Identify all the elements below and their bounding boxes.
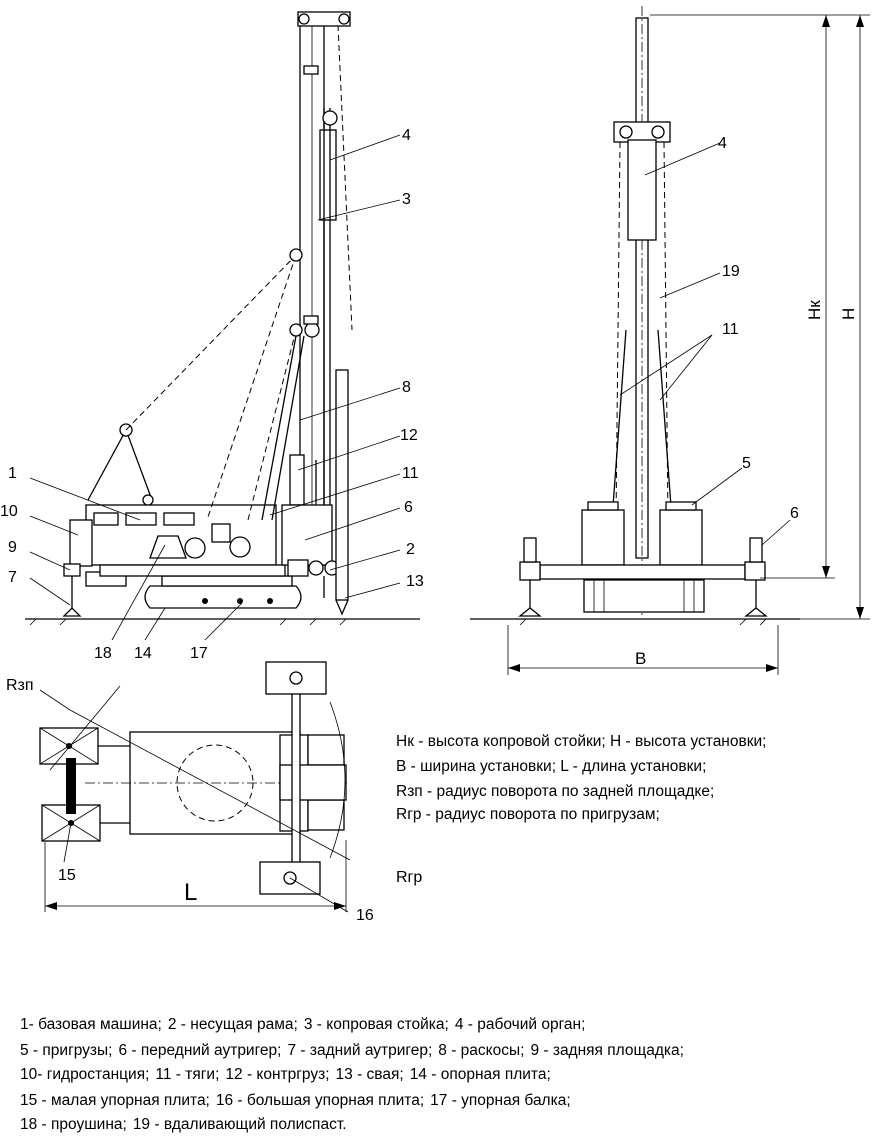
legend-item-5: 5 - пригрузы; (20, 1042, 113, 1059)
legend-row-3: 10- гидростанция; 11 - тяги; 12 - контргру… (20, 1066, 557, 1084)
dim-b-label: B (635, 649, 646, 668)
abbr-line-4: Rгр - радиус поворота по пригрузам; (396, 806, 660, 823)
legend-item-7: 7 - задний аутригер; (287, 1042, 433, 1059)
front-view (470, 6, 870, 675)
top-view (39, 661, 351, 913)
legend-item-18: 18 - проушина; (20, 1116, 127, 1133)
front-callout-leaders (619, 142, 791, 546)
callout-9: 9 (8, 539, 17, 556)
front-callout-19: 19 (722, 263, 740, 280)
dim-l-label: L (184, 879, 197, 906)
legend-row-1: 1- базовая машина; 2 - несущая рама; 3 - к… (20, 1016, 591, 1034)
legend-row-4: 15 - малая упорная плита; 16 - большая уп… (20, 1092, 577, 1110)
legend-item-4: 4 - рабочий орган; (454, 1016, 586, 1033)
callout-2: 2 (406, 541, 415, 558)
callout-4: 4 (402, 127, 411, 144)
callout-6: 6 (404, 499, 413, 516)
abbr-line-2: B - ширина установки; L - длина установк… (396, 758, 707, 775)
legend-item-9: 9 - задняя площадка; (530, 1042, 684, 1059)
side-callout-leaders (29, 134, 401, 641)
front-callout-5: 5 (742, 455, 751, 472)
dim-hk-label: Hк (805, 300, 824, 320)
callout-15: 15 (58, 867, 76, 884)
legend-item-12: 12 - контргруз; (225, 1066, 330, 1083)
legend-item-10: 10- гидростанция; (20, 1066, 150, 1083)
callout-14: 14 (134, 645, 152, 662)
callout-17: 17 (190, 645, 208, 662)
callout-16: 16 (356, 907, 374, 924)
side-view (25, 11, 420, 626)
front-callout-11: 11 (722, 321, 739, 338)
front-callout-4: 4 (718, 135, 727, 152)
legend-item-11: 11 - тяги; (155, 1066, 220, 1083)
legend-row-5: 18 - проушина; 19 - вдаливающий полиспаст… (20, 1116, 353, 1134)
abbr-line-1: Hк - высота копровой стойки; H - высота … (396, 733, 767, 750)
callout-11: 11 (402, 465, 419, 482)
callout-18: 18 (94, 645, 112, 662)
callout-8: 8 (402, 379, 411, 396)
legend-item-19: 19 - вдаливающий полиспаст. (132, 1116, 347, 1133)
legend-item-17: 17 - упорная балка; (430, 1092, 571, 1109)
callout-10: 10 (0, 503, 18, 520)
legend-item-13: 13 - свая; (335, 1066, 404, 1083)
dim-h-label: H (839, 308, 858, 320)
legend-item-3: 3 - копровая стойка; (303, 1016, 449, 1033)
callout-12: 12 (400, 427, 418, 444)
front-callout-6: 6 (790, 505, 799, 522)
abbr-line-3: Rзп - радиус поворота по задней площадке… (396, 783, 715, 800)
legend-item-8: 8 - раскосы; (438, 1042, 525, 1059)
rzp-label: Rзп (6, 677, 34, 694)
legend-item-15: 15 - малая упорная плита; (20, 1092, 210, 1109)
legend-item-2: 2 - несущая рама; (167, 1016, 298, 1033)
legend-item-1: 1- базовая машина; (20, 1016, 162, 1033)
legend-item-16: 16 - большая упорная плита; (215, 1092, 425, 1109)
callout-3: 3 (402, 191, 411, 208)
callout-1: 1 (8, 465, 17, 482)
callout-7: 7 (8, 569, 17, 586)
legend-item-6: 6 - передний аутригер; (118, 1042, 282, 1059)
callout-13: 13 (406, 573, 424, 590)
legend-row-2: 5 - пригрузы; 6 - передний аутригер; 7 - з… (20, 1042, 690, 1060)
legend-item-14: 14 - опорная плита; (409, 1066, 551, 1083)
rgr-label: Rгр (396, 869, 422, 886)
